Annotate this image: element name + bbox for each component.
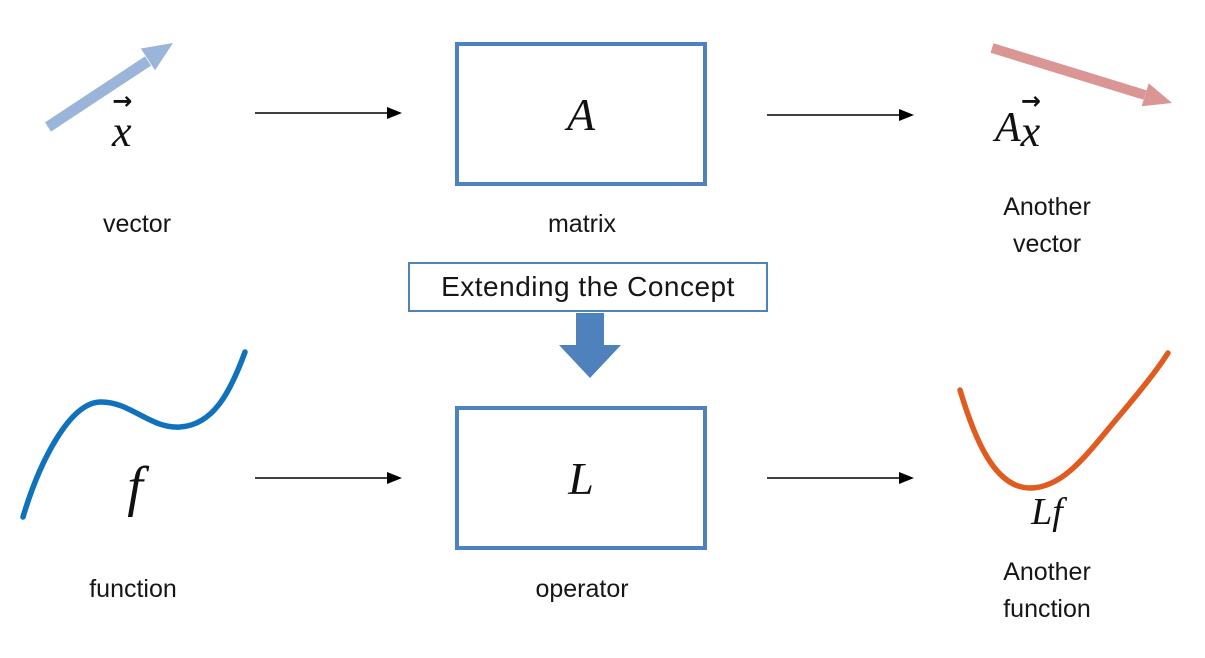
result-function-symbol: Lf — [1031, 491, 1063, 533]
vector-symbol: x — [112, 107, 132, 156]
result-vector-hat-arrow-icon: → — [1020, 87, 1041, 115]
vector-hat-arrow-icon: → — [112, 87, 132, 115]
function-caption: function — [89, 575, 177, 603]
matrix-box: A — [455, 42, 707, 186]
result-function-caption-line1: Another — [1003, 558, 1091, 586]
flow-arrow-1-icon — [255, 107, 402, 119]
function-symbol: f — [127, 456, 143, 518]
result-function-caption: Another function — [962, 554, 1132, 628]
result-curve-icon — [957, 350, 1171, 491]
function-curve-icon — [20, 349, 248, 520]
result-vector-caption-line1: Another — [1003, 193, 1091, 221]
result-vector-arrow-icon — [990, 43, 1172, 107]
flow-arrow-3-icon — [255, 472, 402, 484]
result-vector-symbol-label: A → x — [995, 87, 1041, 156]
operator-box: L — [455, 406, 707, 550]
result-function-caption-line2: function — [1003, 595, 1091, 623]
banner-label: Extending the Concept — [441, 271, 735, 302]
function-symbol-label: f — [105, 455, 165, 519]
vector-symbol-label: → x — [112, 87, 132, 156]
operator-symbol: L — [568, 452, 594, 504]
flow-arrow-4-icon — [767, 472, 914, 484]
flow-arrow-2-icon — [767, 109, 914, 121]
matrix-caption: matrix — [547, 210, 617, 238]
banner-box: Extending the Concept — [408, 262, 768, 312]
operator-caption: operator — [535, 575, 629, 603]
result-vector-symbol-a: A — [995, 105, 1021, 151]
vector-arrow-icon — [44, 43, 173, 132]
vector-caption: vector — [102, 210, 172, 238]
result-vector-caption-line2: vector — [1012, 230, 1082, 258]
result-function-symbol-label: Lf — [997, 490, 1097, 534]
result-vector-symbol-x: x — [1020, 107, 1041, 156]
result-vector-caption: Another vector — [962, 189, 1132, 263]
matrix-symbol: A — [566, 88, 596, 140]
down-block-arrow-icon — [559, 313, 621, 378]
